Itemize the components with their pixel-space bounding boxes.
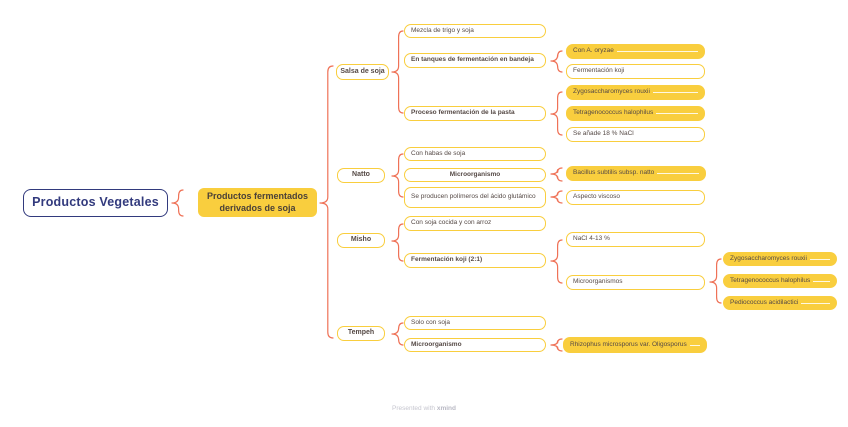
node-microorganismo-tempeh[interactable]: Microorganismo	[404, 338, 546, 352]
node-proceso-fermentacion-pasta[interactable]: Proceso fermentación de la pasta	[404, 106, 546, 121]
node-zygosaccharomyces-rouxii[interactable]: Zygosaccharomyces rouxii	[566, 85, 705, 100]
node-label: Con soja cocida y con arroz	[411, 219, 492, 227]
node-label: Mezcla de trigo y soja	[411, 26, 474, 34]
node-tetragenococcus-halophilus[interactable]: Tetragenococcus halophilus	[566, 106, 705, 121]
node-label: Tetragenococcus halophilus	[573, 109, 654, 117]
node-tempeh[interactable]: Tempeh	[337, 326, 385, 341]
node-con-habas-de-soja[interactable]: Con habas de soja	[404, 147, 546, 161]
node-label: Natto	[352, 171, 370, 179]
brace-connector	[550, 167, 563, 182]
trailing-line	[689, 344, 700, 346]
node-zygosaccharomyces-rouxii-2[interactable]: Zygosaccharomyces rouxii	[723, 252, 837, 266]
node-label: Rhizophus microsporus var. Oligosporus	[570, 340, 687, 348]
node-label: Con A. oryzae	[573, 47, 614, 55]
node-rhizophus-microsporus[interactable]: Rhizophus microsporus var. Oligosporus	[563, 337, 707, 353]
node-con-a-oryzae[interactable]: Con A. oryzae	[566, 44, 705, 59]
node-label: Proceso fermentación de la pasta	[411, 109, 515, 117]
node-label: Solo con soja	[411, 318, 451, 326]
brace-connector	[550, 338, 563, 352]
brace-connector	[391, 153, 404, 198]
node-label: Zygosaccharomyces rouxii	[573, 88, 650, 96]
node-natto[interactable]: Natto	[337, 168, 385, 183]
node-fermentacion-koji-21[interactable]: Fermentación koji (2:1)	[404, 253, 546, 268]
node-tetragenococcus-halophilus-2[interactable]: Tetragenococcus halophilus	[723, 274, 837, 288]
node-productos-fermentados-soja[interactable]: Productos fermentados derivados de soja	[198, 188, 317, 217]
node-mezcla-trigo-soja[interactable]: Mezcla de trigo y soja	[404, 24, 546, 38]
trailing-line	[813, 280, 830, 282]
trailing-line	[809, 258, 830, 260]
node-pediococcus-acidilactici[interactable]: Pediococcus acidilactici	[723, 296, 837, 310]
brace-connector	[391, 30, 404, 114]
node-label: NaCl 4-13 %	[573, 235, 610, 243]
trailing-line	[656, 113, 698, 114]
node-label: Fermentación koji	[573, 67, 625, 75]
node-nacl-4-13[interactable]: NaCl 4-13 %	[566, 232, 705, 247]
trailing-line	[801, 302, 830, 304]
brace-connector	[319, 65, 334, 339]
node-soja-cocida-arroz[interactable]: Con soja cocida y con arroz	[404, 216, 546, 231]
node-label: Bacillus subtilis subsp. natto	[573, 169, 655, 177]
node-microorganismos-misho[interactable]: Microorganismos	[566, 275, 705, 290]
watermark-text: Presented with	[392, 405, 437, 412]
node-salsa-de-soja[interactable]: Salsa de soja	[336, 64, 389, 80]
brace-connector	[391, 223, 404, 262]
node-tanques-fermentacion-bandeja[interactable]: En tanques de fermentación en bandeja	[404, 53, 546, 68]
node-label: Salsa de soja	[340, 67, 385, 75]
node-misho[interactable]: Misho	[337, 233, 385, 248]
trailing-line	[657, 173, 699, 174]
node-fermentacion-koji[interactable]: Fermentación koji	[566, 64, 705, 79]
brace-connector	[550, 91, 563, 136]
node-label: Aspecto viscoso	[573, 193, 620, 201]
node-label: Zygosaccharomyces rouxii	[730, 254, 807, 262]
brace-connector	[709, 258, 722, 304]
brace-connector	[550, 50, 563, 73]
brace-connector	[171, 189, 184, 217]
node-label: Productos Vegetales	[32, 195, 159, 210]
node-label: Microorganismos	[573, 278, 623, 286]
node-label: Fermentación koji (2:1)	[411, 256, 483, 264]
trailing-line	[652, 92, 698, 93]
watermark: Presented with xmind	[0, 405, 848, 412]
node-label: Microorganismo	[449, 170, 501, 178]
node-label: Pediococcus acidilactici	[730, 298, 799, 306]
brace-connector	[550, 239, 563, 284]
node-bacillus-subtilis-natto[interactable]: Bacillus subtilis subsp. natto	[566, 166, 706, 181]
xmind-brand: xmind	[436, 405, 456, 412]
node-label: Se producen polímeros del ácido glutámic…	[411, 193, 536, 201]
node-label: Tempeh	[347, 329, 375, 337]
brace-connector	[550, 190, 563, 204]
node-microorganismo-natto[interactable]: Microorganismo	[404, 168, 546, 182]
node-solo-con-soja[interactable]: Solo con soja	[404, 316, 546, 330]
node-label: Misho	[350, 236, 372, 244]
node-productos-vegetales[interactable]: Productos Vegetales	[23, 189, 168, 217]
node-label: Con habas de soja	[411, 149, 466, 157]
node-label: Microorganismo	[411, 340, 462, 348]
node-polimeros-acido-glutamico[interactable]: Se producen polímeros del ácido glutámic…	[404, 187, 546, 208]
node-label: Productos fermentados derivados de soja	[206, 191, 309, 213]
node-se-anade-nacl[interactable]: Se añade 18 % NaCl	[566, 127, 705, 142]
node-label: Se añade 18 % NaCl	[573, 130, 634, 138]
trailing-line	[616, 51, 698, 52]
node-label: Tetragenococcus halophilus	[730, 276, 811, 284]
node-aspecto-viscoso[interactable]: Aspecto viscoso	[566, 190, 705, 205]
brace-connector	[391, 322, 404, 346]
node-label: En tanques de fermentación en bandeja	[411, 56, 534, 64]
